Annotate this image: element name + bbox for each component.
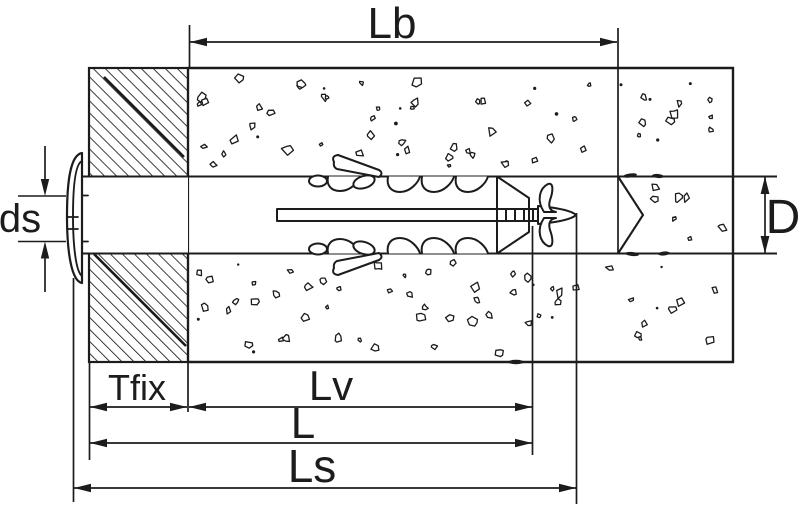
screw [65,151,577,285]
dim-ls [74,483,576,493]
dimensions [18,25,770,504]
label-ls: Ls [288,440,337,492]
expansion-slot [276,208,498,222]
screw-head [65,151,84,285]
dim-l [90,438,532,448]
label-tfix: Tfix [108,367,166,408]
sheared-fin-top [332,154,383,178]
dimension-labels: Lb ds D Tfix Lv L Ls [0,0,800,492]
label-lb: Lb [368,0,417,48]
label-ds: ds [0,197,41,241]
label-lv: Lv [309,362,353,409]
head-notch [66,216,79,230]
dim-lb [188,25,619,254]
label-d: D [766,191,800,244]
dim-ds [18,146,66,292]
concrete-texture [196,73,728,358]
dim-d [760,176,770,254]
sheared-fin-bottom [332,252,383,276]
wall-plug [276,154,539,276]
concrete-block [186,66,735,364]
debris-marks [508,173,670,365]
dim-lv [189,402,532,412]
dim-tfix [90,402,187,412]
label-l: L [291,399,315,448]
